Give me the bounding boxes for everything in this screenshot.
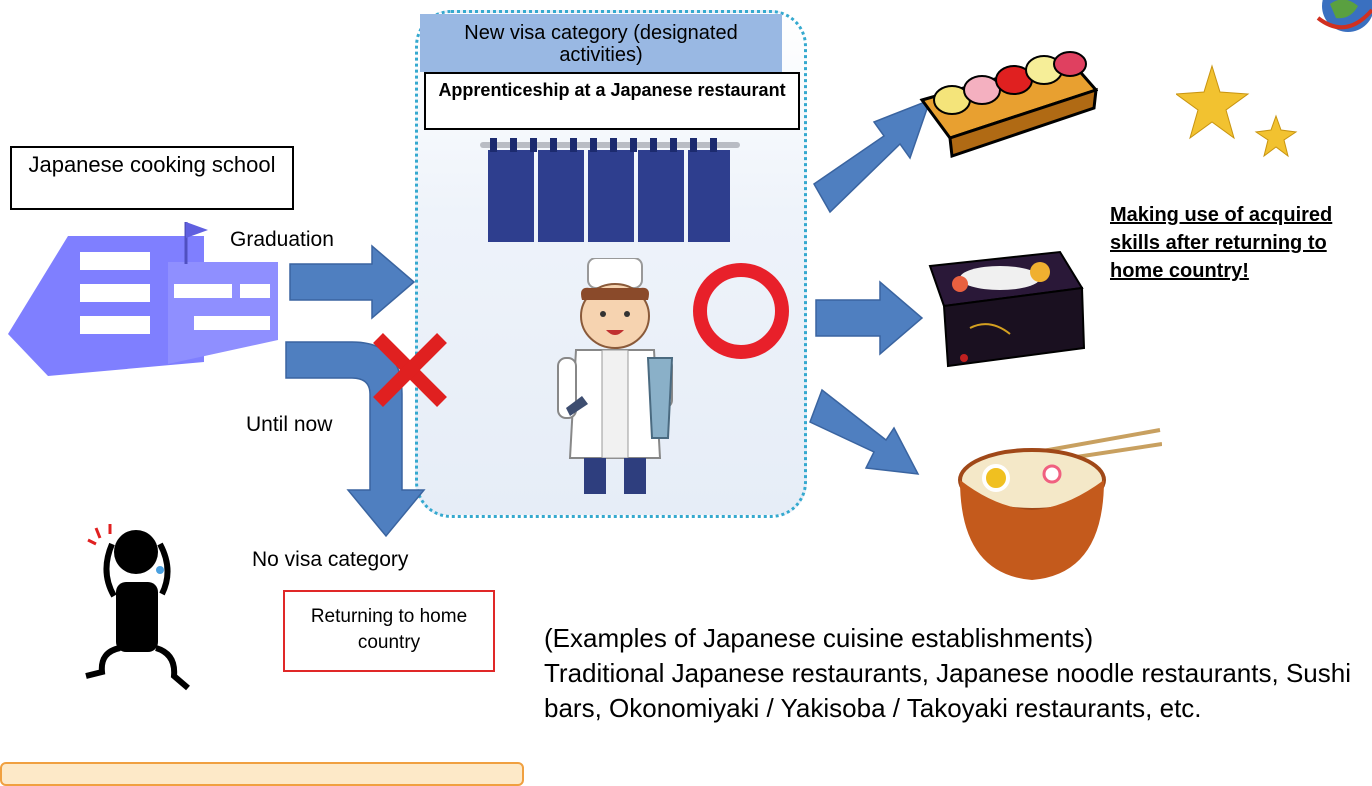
worried-person-icon: [85, 524, 190, 691]
school-building-icon: [8, 222, 278, 376]
cuisine-examples: (Examples of Japanese cuisine establishm…: [544, 621, 1372, 726]
examples-body: Traditional Japanese restaurants, Japane…: [544, 658, 1351, 723]
skills-message: Making use of acquired skills after retu…: [1110, 204, 1333, 282]
apprenticeship-label: Apprenticeship at a Japanese restaurant: [424, 72, 800, 130]
red-cross-icon: [373, 333, 447, 407]
sushi-icon: [919, 51, 1098, 158]
bento-box-icon: [928, 250, 1086, 368]
arrow-to-bento: [815, 280, 924, 356]
graduation-arrow: [289, 244, 416, 320]
noren-curtain-icon: [480, 138, 740, 242]
chef-icon: [557, 258, 674, 494]
star-icon: [1176, 64, 1298, 158]
cooking-school-label: Japanese cooking school: [10, 146, 294, 210]
red-circle-icon: [693, 263, 789, 359]
visa-header-band: [420, 14, 782, 72]
examples-heading: (Examples of Japanese cuisine establishm…: [544, 623, 1094, 653]
no-visa-label: No visa category: [252, 548, 409, 571]
visa-category-title: New visa category (designated activities…: [464, 22, 738, 66]
graduation-label: Graduation: [230, 228, 334, 251]
until-now-label: Until now: [246, 413, 333, 436]
globe-icon: [1316, 0, 1372, 32]
noodle-bowl-icon: [958, 428, 1162, 580]
arrow-to-sushi: [813, 98, 932, 214]
arrow-to-noodles: [809, 388, 920, 475]
bottom-note-box: [0, 762, 524, 786]
returning-home-box: Returning to home country: [283, 590, 495, 672]
